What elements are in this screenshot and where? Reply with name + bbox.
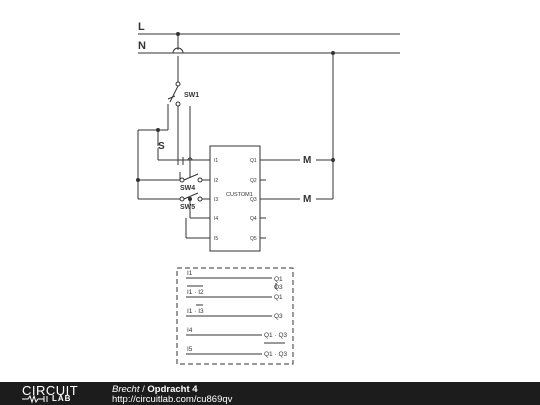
table-row-1-output-a: Q1 — [274, 276, 283, 283]
table-row-1-output-b: Q3 — [274, 284, 283, 291]
sw1-label: SW1 — [184, 92, 199, 99]
table-row-1-input: I1 — [187, 270, 193, 277]
block-output-4: Q4 — [250, 216, 257, 222]
table-row-3-input: I1 · I3 — [187, 308, 204, 315]
table-row-3-output: Q3 — [274, 313, 283, 320]
table-row-2-input: I1 · I2 — [187, 289, 204, 296]
logo-bottom-text: LAB — [52, 394, 72, 403]
circuit-title[interactable]: Opdracht 4 — [147, 384, 198, 395]
footer-title-line: Brecht / Opdracht 4 — [112, 384, 198, 395]
block-input-4: I4 — [214, 216, 218, 222]
table-row-2-output: Q1 — [274, 294, 283, 301]
block-output-2: Q2 — [250, 178, 257, 184]
custom-block — [209, 145, 261, 252]
motor-2-label: M — [303, 194, 311, 205]
table-row-4-output: Q1 · Q3 — [264, 332, 288, 339]
table-row-5-output: Q1 · Q3 — [264, 351, 288, 358]
block-input-5: I5 — [214, 236, 218, 242]
sw5-label: SW5 — [180, 204, 195, 211]
sw4-label: SW4 — [180, 185, 195, 192]
block-name: CUSTOM1 — [226, 192, 253, 198]
motor-1-label: M — [303, 155, 311, 166]
logo-wave-icon — [22, 394, 48, 404]
author-name[interactable]: Brecht — [112, 384, 140, 395]
block-output-3: Q3 — [250, 197, 257, 203]
footer-bar: CIRCUIT LAB Brecht / Opdracht 4 http://c… — [0, 382, 540, 405]
rail-l-label: L — [138, 21, 145, 33]
rail-n-label: N — [138, 40, 146, 52]
title-separator: / — [142, 384, 145, 395]
start-label: S — [158, 141, 165, 152]
logic-table-box — [176, 267, 294, 365]
block-output-5: Q5 — [250, 236, 257, 242]
circuitlab-logo[interactable]: CIRCUIT LAB — [22, 382, 94, 405]
schematic-canvas: L N SW1 S SW4 SW5 CUSTOM1 I1 I2 I3 I4 I5… — [136, 21, 400, 365]
table-row-5-input: I5 — [187, 346, 193, 353]
block-output-1: Q1 — [250, 158, 257, 164]
block-input-2: I2 — [214, 178, 218, 184]
circuit-url-link[interactable]: http://circuitlab.com/cu869qv — [112, 394, 233, 405]
block-input-3: I3 — [214, 197, 218, 203]
block-input-1: I1 — [214, 158, 218, 164]
logo-top-text: CIRCUIT — [22, 383, 79, 398]
table-row-4-input: I4 — [187, 327, 193, 334]
